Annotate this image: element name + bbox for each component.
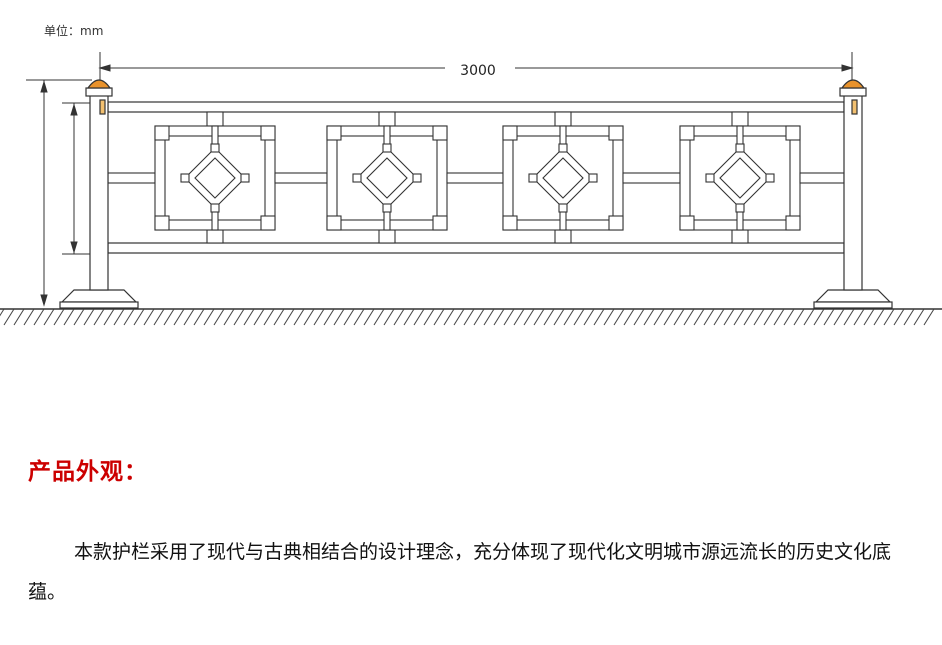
left-post [59,79,139,309]
section-title: 产品外观： [28,459,148,485]
fence-panels [107,111,845,244]
fence-drawing: 3000 [0,52,942,326]
height-dimension [26,79,96,307]
unit-label: 单位：mm [44,24,104,38]
product-description: 本款护栏采用了现代与古典相结合的设计理念，充分体现了现代化文明城市源远流长的历史… [28,532,908,612]
width-dimension-label: 3000 [460,63,496,79]
description-text: 本款护栏采用了现代与古典相结合的设计理念，充分体现了现代化文明城市源远流长的历史… [28,541,892,603]
ground-hatch [0,308,935,326]
right-post [813,79,893,309]
